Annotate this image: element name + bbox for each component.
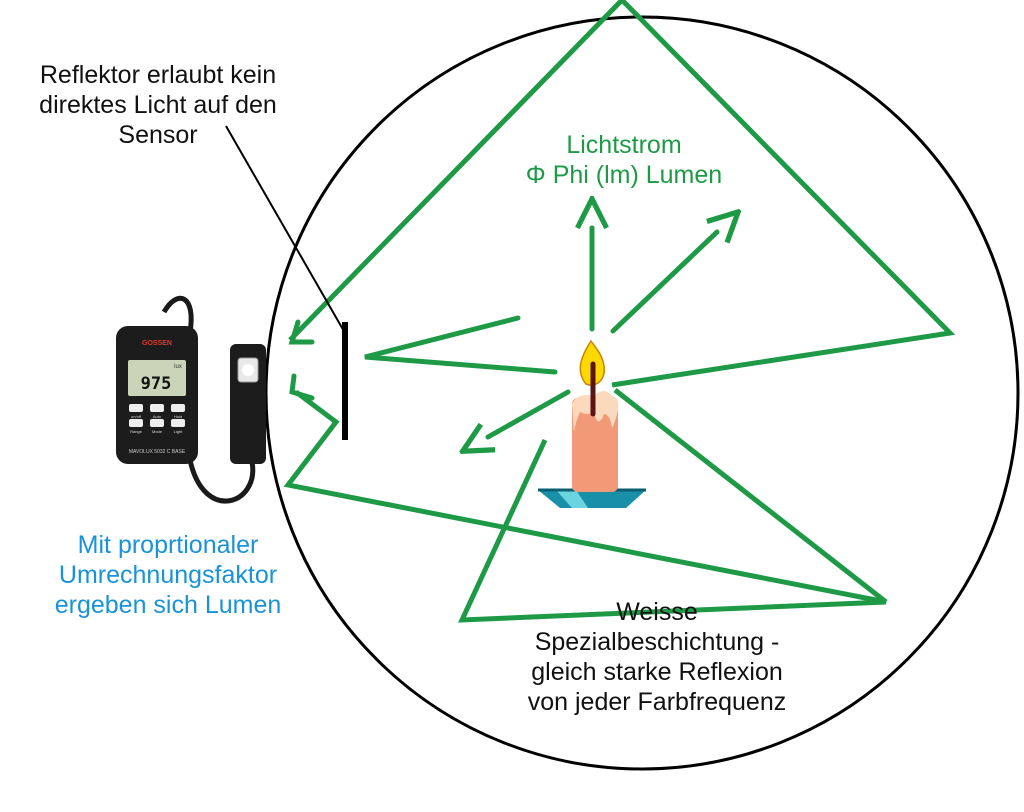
device-button-label: on/off [131,414,142,419]
arrowhead-upper [288,319,315,345]
device-button [129,419,143,427]
conversion-factor-label-line: Umrechnungsfaktor [58,561,278,589]
coating-label: Weisse Spezialbeschichtung - gleich star… [482,597,832,717]
luminous-flux-label-line: Φ Phi (lm) Lumen [525,161,723,189]
conversion-factor-label-line: ergeben sich Lumen [54,591,282,619]
device-button [171,404,185,412]
reflected-light-rays [283,0,956,623]
device-button-label: Hold [174,414,182,419]
ray-upper-right [610,232,717,334]
reflection-path-diagonal [613,388,888,604]
reflector-label-line: Reflektor erlaubt kein [39,61,277,89]
device-buttons [129,404,185,427]
device-display-value: 975 [141,374,172,394]
device-display-unit: lux [174,364,182,370]
direct-light-arrows [364,228,717,437]
device-model: MAVOLUX 5032 C BASE [129,449,186,455]
device-button [129,404,143,412]
device-button-label: Auto [153,414,162,419]
conversion-factor-label-line: Mit proprtionaler [77,531,259,559]
arrowhead-lower [289,373,315,401]
device-button-label: Light [174,429,184,434]
reflector-label: Reflektor erlaubt kein direktes Licht au… [8,60,308,150]
device-button [150,419,164,427]
candle-holder-highlight [556,490,588,508]
reflector-label-line: direktes Licht auf den [39,91,277,119]
port-arrows [288,319,315,401]
device-button [150,404,164,412]
candle [538,339,646,508]
coating-label-line: gleich starke Reflexion [531,658,783,686]
ray-to-reflector [364,315,558,375]
coating-label-line: von jeder Farbfrequenz [527,688,787,716]
coating-label-line: Weisse [616,598,698,626]
sensor-diffuser [242,364,254,376]
conversion-factor-label: Mit proprtionaler Umrechnungsfaktor erge… [18,530,318,620]
device-display [128,360,186,396]
luminous-flux-label: Lichtstrom Φ Phi (lm) Lumen [474,130,774,190]
reflector-label-line: Sensor [118,121,198,149]
ray-left [488,389,571,437]
device-cable-top [161,295,194,333]
device-brand: GOSSEN [142,340,172,347]
luminous-flux-label-line: Lichtstrom [566,131,682,159]
device-button [171,419,185,427]
candle-body [572,398,618,492]
device-button-label: Mode [152,429,163,434]
device-cable-bottom [187,459,256,504]
coating-label-line: Spezialbeschichtung - [534,628,780,656]
luxmeter-device: GOSSEN lux 975 on/off Auto Hold Range Mo… [116,295,266,504]
candle-holder [538,490,646,508]
device-button-label: Range [130,429,143,434]
reflector-pointer-line [225,125,346,334]
reflection-path-lower [283,390,887,623]
reflection-path-upper [288,0,956,388]
